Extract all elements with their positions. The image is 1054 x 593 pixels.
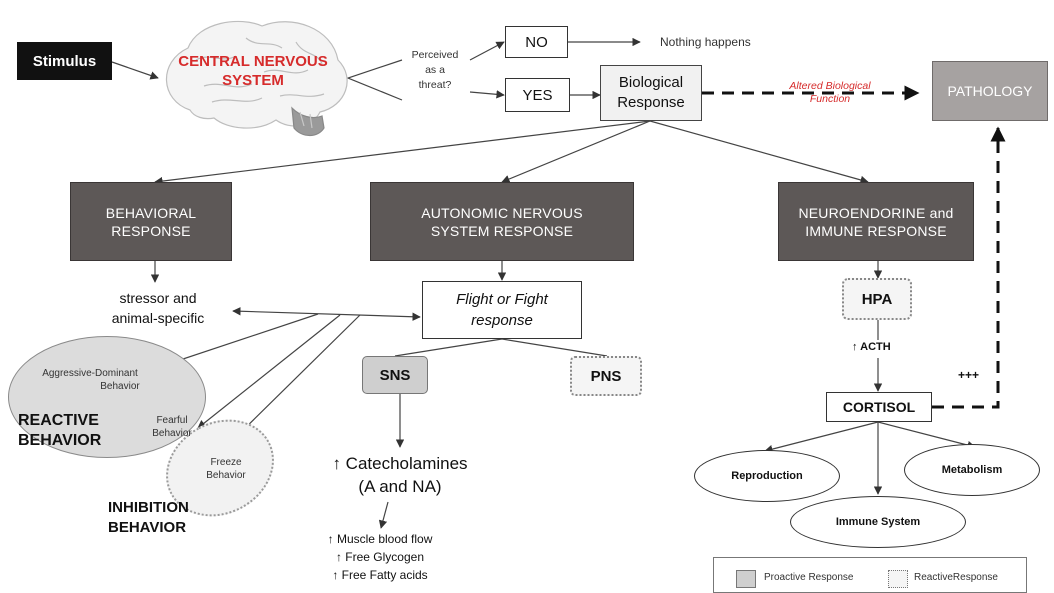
stressor-line1: stressor and [119,290,197,306]
dashed-cortisol-pathology [932,126,1006,409]
stressor-line2: animal-specific [111,310,205,326]
hpa-label: HPA [861,290,893,308]
arrow-cortisol-metab [877,421,976,450]
sns-label: SNS [379,366,411,384]
effect-item: ↑ Free Fatty acids [332,568,428,582]
freeze-label: Freeze Behavior [196,456,256,482]
reactive-line1: REACTIVE [18,412,99,429]
bio-line1: Biological [618,74,684,91]
biological-response-box: Biological Response [600,65,702,121]
threat-chevron [346,59,403,101]
flight-line1: Flight or Fight [456,291,548,308]
inhibition-line2: BEHAVIOR [108,519,187,536]
legend-reactive-swatch [888,570,908,588]
reactive-line2: BEHAVIOR [18,432,102,449]
legend-proactive-swatch [736,570,756,588]
behavioral-response-box: BEHAVIORAL RESPONSE [70,182,232,261]
plus-label: +++ [958,368,980,382]
behavioral-line2: RESPONSE [111,222,191,239]
reproduction-ellipse: Reproduction [694,450,840,502]
line-flight-pns [501,338,608,357]
pathology-label: PATHOLOGY [947,83,1033,99]
cortisol-label: CORTISOL [842,399,916,415]
no-label: NO [525,33,548,51]
flight-fight-box: Flight or Fight response [422,281,582,339]
cns-label: CENTRAL NERVOUS SYSTEM [158,52,348,90]
yes-box: YES [505,78,570,112]
inhibition-line1: INHIBITION [108,499,189,516]
legend-proactive-label: Proactive Response [764,572,854,583]
arrow-bio-behavioral [154,120,651,186]
hpa-box: HPA [842,278,912,320]
arrow-cat-effects [378,501,389,529]
altered-line2: Function [809,93,851,105]
threat-question: Perceived as a threat? [402,48,468,93]
arrow-stimulus-cns [111,61,159,80]
ans-line2: SYSTEM RESPONSE [430,222,574,239]
stimulus-box: Stimulus [17,42,112,80]
neuro-response-box: NEUROENDORINE and IMMUNE RESPONSE [778,182,974,261]
cat-line2: (A and NA) [358,477,442,496]
aggressive-line1: Aggressive-Dominant [42,368,138,379]
sns-box: SNS [362,356,428,394]
effect-item: ↑ Muscle blood flow [327,532,433,546]
no-box: NO [505,26,568,58]
arrow-to-fearful [197,314,341,429]
threat-line3: threat? [418,79,452,91]
brain-icon [165,20,348,137]
arrow-to-no [469,41,505,61]
pns-label: PNS [590,367,622,385]
arrow-stressor-flight [232,307,421,321]
yes-label: YES [522,86,553,104]
altered-function-label: Altered Biological Function [770,80,890,106]
arrow-to-yes [469,90,505,99]
ans-line1: AUTONOMIC NERVOUS [421,204,583,221]
aggressive-line2: Behavior [100,381,140,392]
immune-label: Immune System [835,516,921,528]
arrow-bio-ans [501,120,651,184]
altered-line1: Altered Biological [789,80,871,92]
fearful-line1: Fearful [156,415,188,426]
acth-label: ↑ ACTH [852,341,891,353]
inhibition-title: INHIBITION BEHAVIOR [108,498,189,538]
catecholamines-label: ↑ Catecholamines (A and NA) [308,452,492,498]
stressor-label: stressor and animal-specific [84,288,232,328]
ans-response-box: AUTONOMIC NERVOUS SYSTEM RESPONSE [370,182,634,261]
effect-item: ↑ Free Glycogen [335,550,425,564]
reactive-ellipse [8,336,206,458]
legend-reactive-label: ReactiveResponse [914,572,998,583]
metabolism-label: Metabolism [941,464,1003,476]
threat-line1: Perceived [411,49,459,61]
effects-list: ↑ Muscle blood flow ↑ Free Glycogen ↑ Fr… [290,530,470,584]
cns-line2: SYSTEM [222,72,284,89]
aggressive-label: Aggressive-Dominant Behavior [20,367,160,393]
neuro-line2: IMMUNE RESPONSE [805,222,947,239]
pns-box: PNS [570,356,642,396]
arrow-bio-neuro [649,120,869,185]
fearful-line2: Behavior [152,428,192,439]
arrow-to-freeze [232,314,361,441]
flight-line2: response [471,312,533,329]
freeze-line1: Freeze [210,457,242,468]
immune-system-ellipse: Immune System [790,496,966,548]
reproduction-label: Reproduction [731,470,803,482]
behavioral-line1: BEHAVIORAL [105,204,197,221]
line-flight-sns [394,338,503,357]
arrow-cortisol-repro [764,421,879,454]
cns-line1: CENTRAL NERVOUS [178,53,328,70]
legend: Proactive Response ReactiveResponse [713,557,1027,593]
nothing-happens: Nothing happens [660,35,751,49]
pathology-box: PATHOLOGY [932,61,1048,121]
threat-line2: as a [425,64,445,76]
neuro-line1: NEUROENDORINE and [798,204,954,221]
freeze-line2: Behavior [206,470,246,481]
metabolism-ellipse: Metabolism [904,444,1040,496]
reactive-title: REACTIVE BEHAVIOR [18,411,101,451]
cortisol-box: CORTISOL [826,392,932,422]
fearful-label: Fearful Behavior [142,414,202,440]
bio-line2: Response [617,94,685,111]
stimulus-label: Stimulus [32,52,97,70]
cat-line1: ↑ Catecholamines [332,454,468,473]
